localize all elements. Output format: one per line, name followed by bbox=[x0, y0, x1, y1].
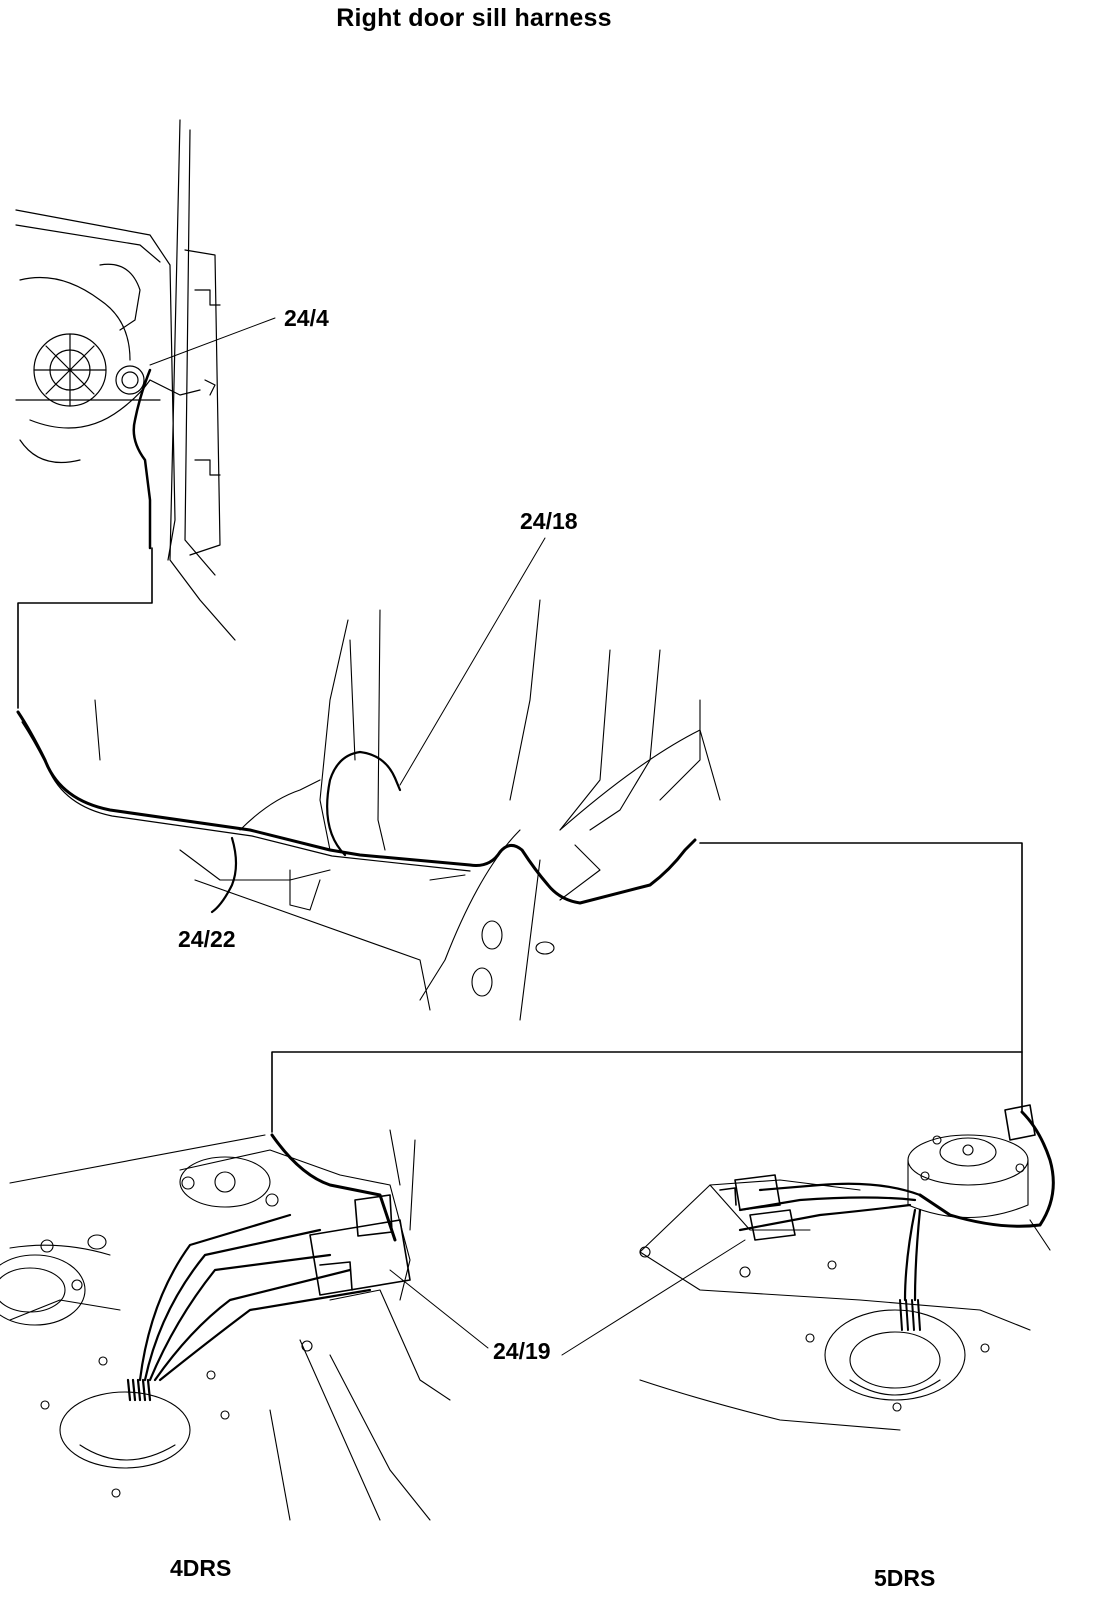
harness-bundle-4drs bbox=[270, 1133, 397, 1242]
harness-strands-4drs bbox=[126, 1378, 152, 1402]
diagram-title: Right door sill harness bbox=[0, 4, 1104, 33]
leader-24-4 bbox=[149, 317, 276, 366]
harness-branch-24-22 bbox=[210, 836, 238, 914]
leader-24-19-a bbox=[389, 1269, 489, 1349]
door-panel-illustration bbox=[15, 119, 236, 641]
harness-strands-5drs bbox=[899, 1299, 921, 1331]
4drs-illustration bbox=[0, 1129, 451, 1521]
view-label-4drs: 4DRS bbox=[170, 1555, 232, 1581]
harness-bundle-5drs bbox=[918, 1110, 1055, 1228]
harness-wire-sill-inner bbox=[21, 721, 471, 872]
callout-24-22: 24/22 bbox=[178, 926, 236, 952]
harness-fan-4drs bbox=[138, 1213, 372, 1382]
callout-24-4: 24/4 bbox=[284, 305, 329, 331]
connector-block-4drs bbox=[309, 1194, 411, 1296]
connector-top-5drs bbox=[1004, 1104, 1036, 1141]
callout-24-18: 24/18 bbox=[520, 508, 578, 534]
leader-24-19-b bbox=[561, 1239, 746, 1356]
route-line-right bbox=[699, 842, 1023, 1113]
view-label-5drs: 5DRS bbox=[874, 1565, 936, 1591]
sill-illustration bbox=[94, 599, 721, 1021]
route-line-lower bbox=[271, 1051, 1023, 1133]
harness-branch-24-18 bbox=[326, 750, 402, 857]
route-line-top bbox=[17, 547, 153, 709]
callout-24-19: 24/19 bbox=[493, 1338, 551, 1364]
harness-fan-5drs bbox=[738, 1182, 922, 1302]
harness-wire-upper bbox=[132, 368, 152, 550]
harness-wire-sill bbox=[16, 710, 697, 905]
5drs-illustration bbox=[639, 1134, 1051, 1431]
connector-block-5drs bbox=[719, 1174, 796, 1241]
leader-24-18 bbox=[399, 537, 546, 786]
diagram-title-text: Right door sill harness bbox=[336, 4, 612, 32]
